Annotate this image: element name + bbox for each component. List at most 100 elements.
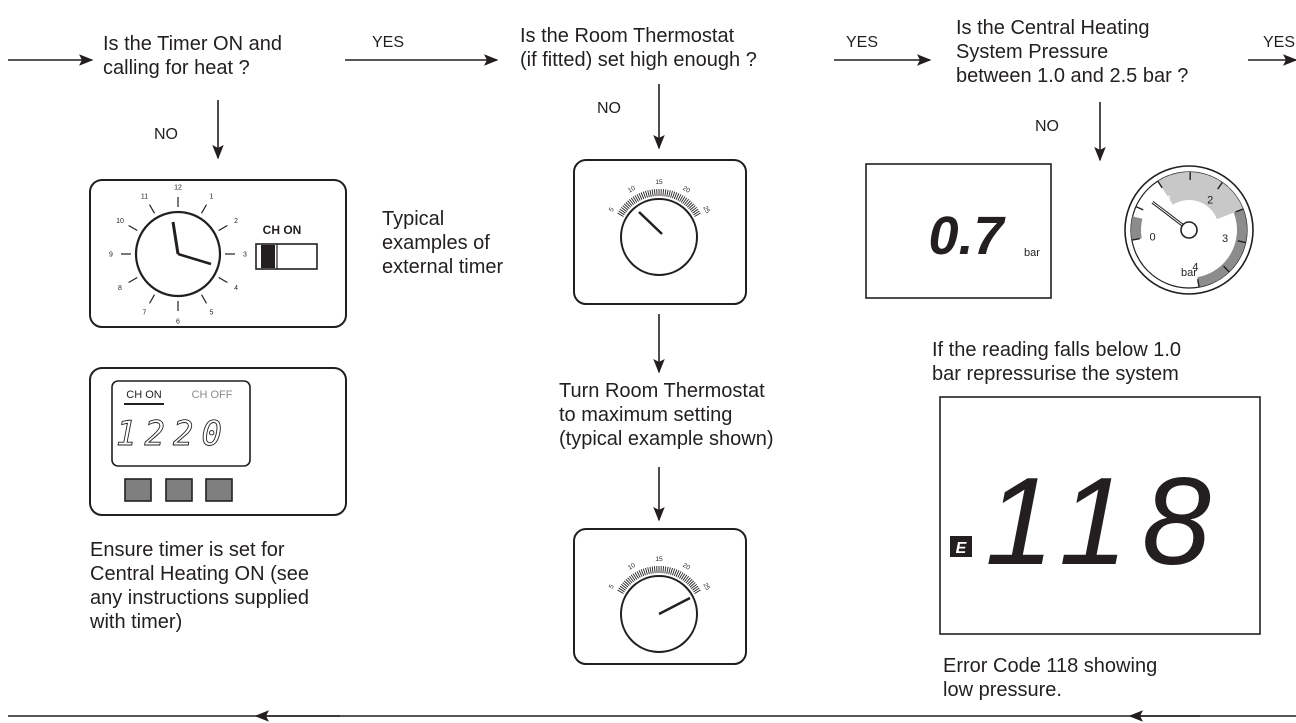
clock-number: 8 [118,285,122,292]
thermostat-tick [690,583,698,590]
thermostat-number: 20 [681,562,691,572]
thermostat-tick [673,192,678,200]
thermostat-tick [636,194,641,201]
thermostat-number: 25 [701,582,711,592]
thermostat-tick [685,577,691,584]
thermostat-tick [645,190,648,198]
thermostat-tick [630,197,636,204]
thermostat-tick [666,566,669,574]
thermostat-tick [683,575,690,583]
reading-line-1: If the reading falls below 1.0 [932,339,1182,361]
timer-button-3[interactable] [205,478,233,502]
thermostat-tick [664,566,667,574]
clock-tick [200,294,208,304]
thermostat-tick [649,566,652,574]
thermostat-tick [638,570,643,577]
clock-number: 7 [143,310,147,317]
thermostat-tick [675,570,680,577]
question-timer-line-1: Is the Timer ON and [103,33,282,55]
thermostat-number: 5 [608,206,616,213]
thermostat-tick [670,567,673,575]
turn-line-3: (typical example shown) [559,428,774,450]
clock-tick [148,294,156,304]
thermostat-tick [634,572,639,579]
clock-ticks [121,197,235,311]
thermostat-number: 25 [701,205,711,215]
clock-number: 2 [234,218,238,225]
gauge-number: 4 [1192,261,1198,273]
thermostat-tick [682,574,688,581]
thermostat-tick [671,568,676,576]
thermostat-low-pointer [638,211,663,235]
clock-number: 5 [210,310,214,317]
thermostat-tick [623,203,630,210]
thermostat-number: 20 [681,185,691,195]
thermostat-tick [693,587,700,593]
thermostat-tick [679,195,684,202]
clock-number: 3 [243,252,247,259]
thermostat-tick [693,210,700,216]
thermostat-number: 10 [627,185,637,195]
thermostat-tick [673,569,678,577]
thermostat-tick [618,210,625,216]
thermostat-tick [690,206,698,213]
thermostat-number: 10 [627,562,637,572]
digital-ch-off-label: CH OFF [192,389,233,401]
thermostat-tick [677,571,682,578]
thermostat-low-dial [620,198,698,276]
gauge-band-dark [1197,208,1247,288]
gauge-tick [1217,182,1223,190]
thermostat-tick [625,201,632,208]
digital-ch-on-label: CH ON [126,389,162,401]
thermostat-tick [640,569,645,577]
digital-timer: CH ON CH OFF 1220 [89,367,347,516]
thermostat-tick [619,585,626,591]
clock-number: 6 [176,319,180,326]
typical-line-2: examples of [382,232,490,254]
question-thermostat-line-2: (if fitted) set high enough ? [520,49,757,71]
thermostat-tick [662,566,665,574]
question-pressure: Is the Central Heating System Pressure b… [956,16,1188,88]
thermostat-tick [632,573,638,580]
typical-line-1: Typical [382,208,445,230]
turn-thermostat-text: Turn Room Thermostat to maximum setting … [559,379,774,451]
clock-tick [200,204,208,214]
typical-examples-text: Typical examples of external timer [382,207,503,279]
timer-button-2[interactable] [165,478,193,502]
error-display-frame [939,396,1261,635]
thermostat-tick [617,589,624,594]
thermostat-number: 5 [608,583,616,590]
thermostat-tick [632,196,638,203]
timer-button-1[interactable] [124,478,152,502]
gauge-tick [1135,205,1144,211]
thermostat-tick [694,212,701,217]
no-label-3: NO [1035,118,1059,135]
ensure-line-4: with timer) [90,611,183,633]
thermostat-tick [662,189,665,197]
thermostat-tick [627,577,633,584]
gauge-number: 1 [1166,194,1172,206]
thermostat-tick [688,203,695,210]
thermostat-tick [682,197,688,204]
error-text-line-1: Error Code 118 showing [943,655,1158,677]
digital-time-readout: 1220 [116,414,230,454]
clock-number: 1 [210,193,214,200]
thermostat-tick [680,196,686,203]
ch-on-switch-knob [261,245,275,268]
no-label-2: NO [597,100,621,117]
thermostat-tick [686,201,693,208]
clock-tick [128,276,138,284]
thermostat-tick [649,189,652,197]
pressure-display-value: 0.7 [928,206,1006,266]
yes-label-1: YES [372,34,405,51]
error-badge-box [950,536,972,557]
question-thermostat-line-1: Is the Room Thermostat [520,25,735,47]
thermostat-tick [685,200,691,207]
thermostat-tick [625,578,632,585]
flow-arrows [8,54,1296,722]
clock-number: 4 [234,285,238,292]
